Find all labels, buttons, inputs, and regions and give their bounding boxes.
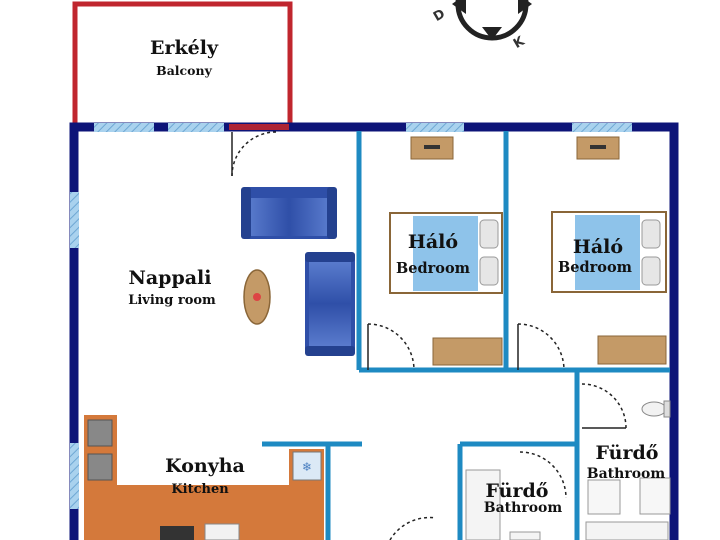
bedroom1-label: Háló <box>408 231 458 253</box>
bedroom2-furniture <box>551 136 667 365</box>
bathroom2-sublabel: Bathroom <box>587 466 666 482</box>
bathroom2-label: Fürdő <box>596 442 659 464</box>
kitchen-label: Konyha <box>165 455 245 477</box>
kitchen-counters: ❄ <box>84 415 324 540</box>
sofa-top <box>241 187 337 239</box>
living-room-sublabel: Living room <box>128 293 216 308</box>
sofa-side <box>305 252 355 356</box>
bedroom2-label: Háló <box>573 236 623 258</box>
balcony <box>72 1 293 124</box>
kitchen-sublabel: Kitchen <box>171 482 229 497</box>
inner-walls <box>262 131 670 540</box>
bedroom1-sublabel: Bedroom <box>396 260 471 277</box>
svg-text:❄: ❄ <box>302 460 312 474</box>
balcony-sublabel: Balcony <box>156 63 212 78</box>
outer-walls <box>69 122 679 540</box>
bathroom1-sublabel: Bathroom <box>484 500 563 516</box>
bedroom2-sublabel: Bedroom <box>558 259 633 276</box>
compass: D K <box>431 0 532 52</box>
windows <box>70 123 632 509</box>
compass-letter-d: D <box>431 6 448 24</box>
balcony-label: Erkély <box>150 37 219 59</box>
living-room-label: Nappali <box>129 267 212 289</box>
coffee-table <box>243 269 271 325</box>
bedroom1-furniture <box>389 136 503 366</box>
doors <box>231 131 627 540</box>
compass-letter-k: K <box>511 33 528 51</box>
bathroom-fixtures <box>465 400 671 540</box>
bathroom1-label: Fürdő <box>486 480 549 502</box>
